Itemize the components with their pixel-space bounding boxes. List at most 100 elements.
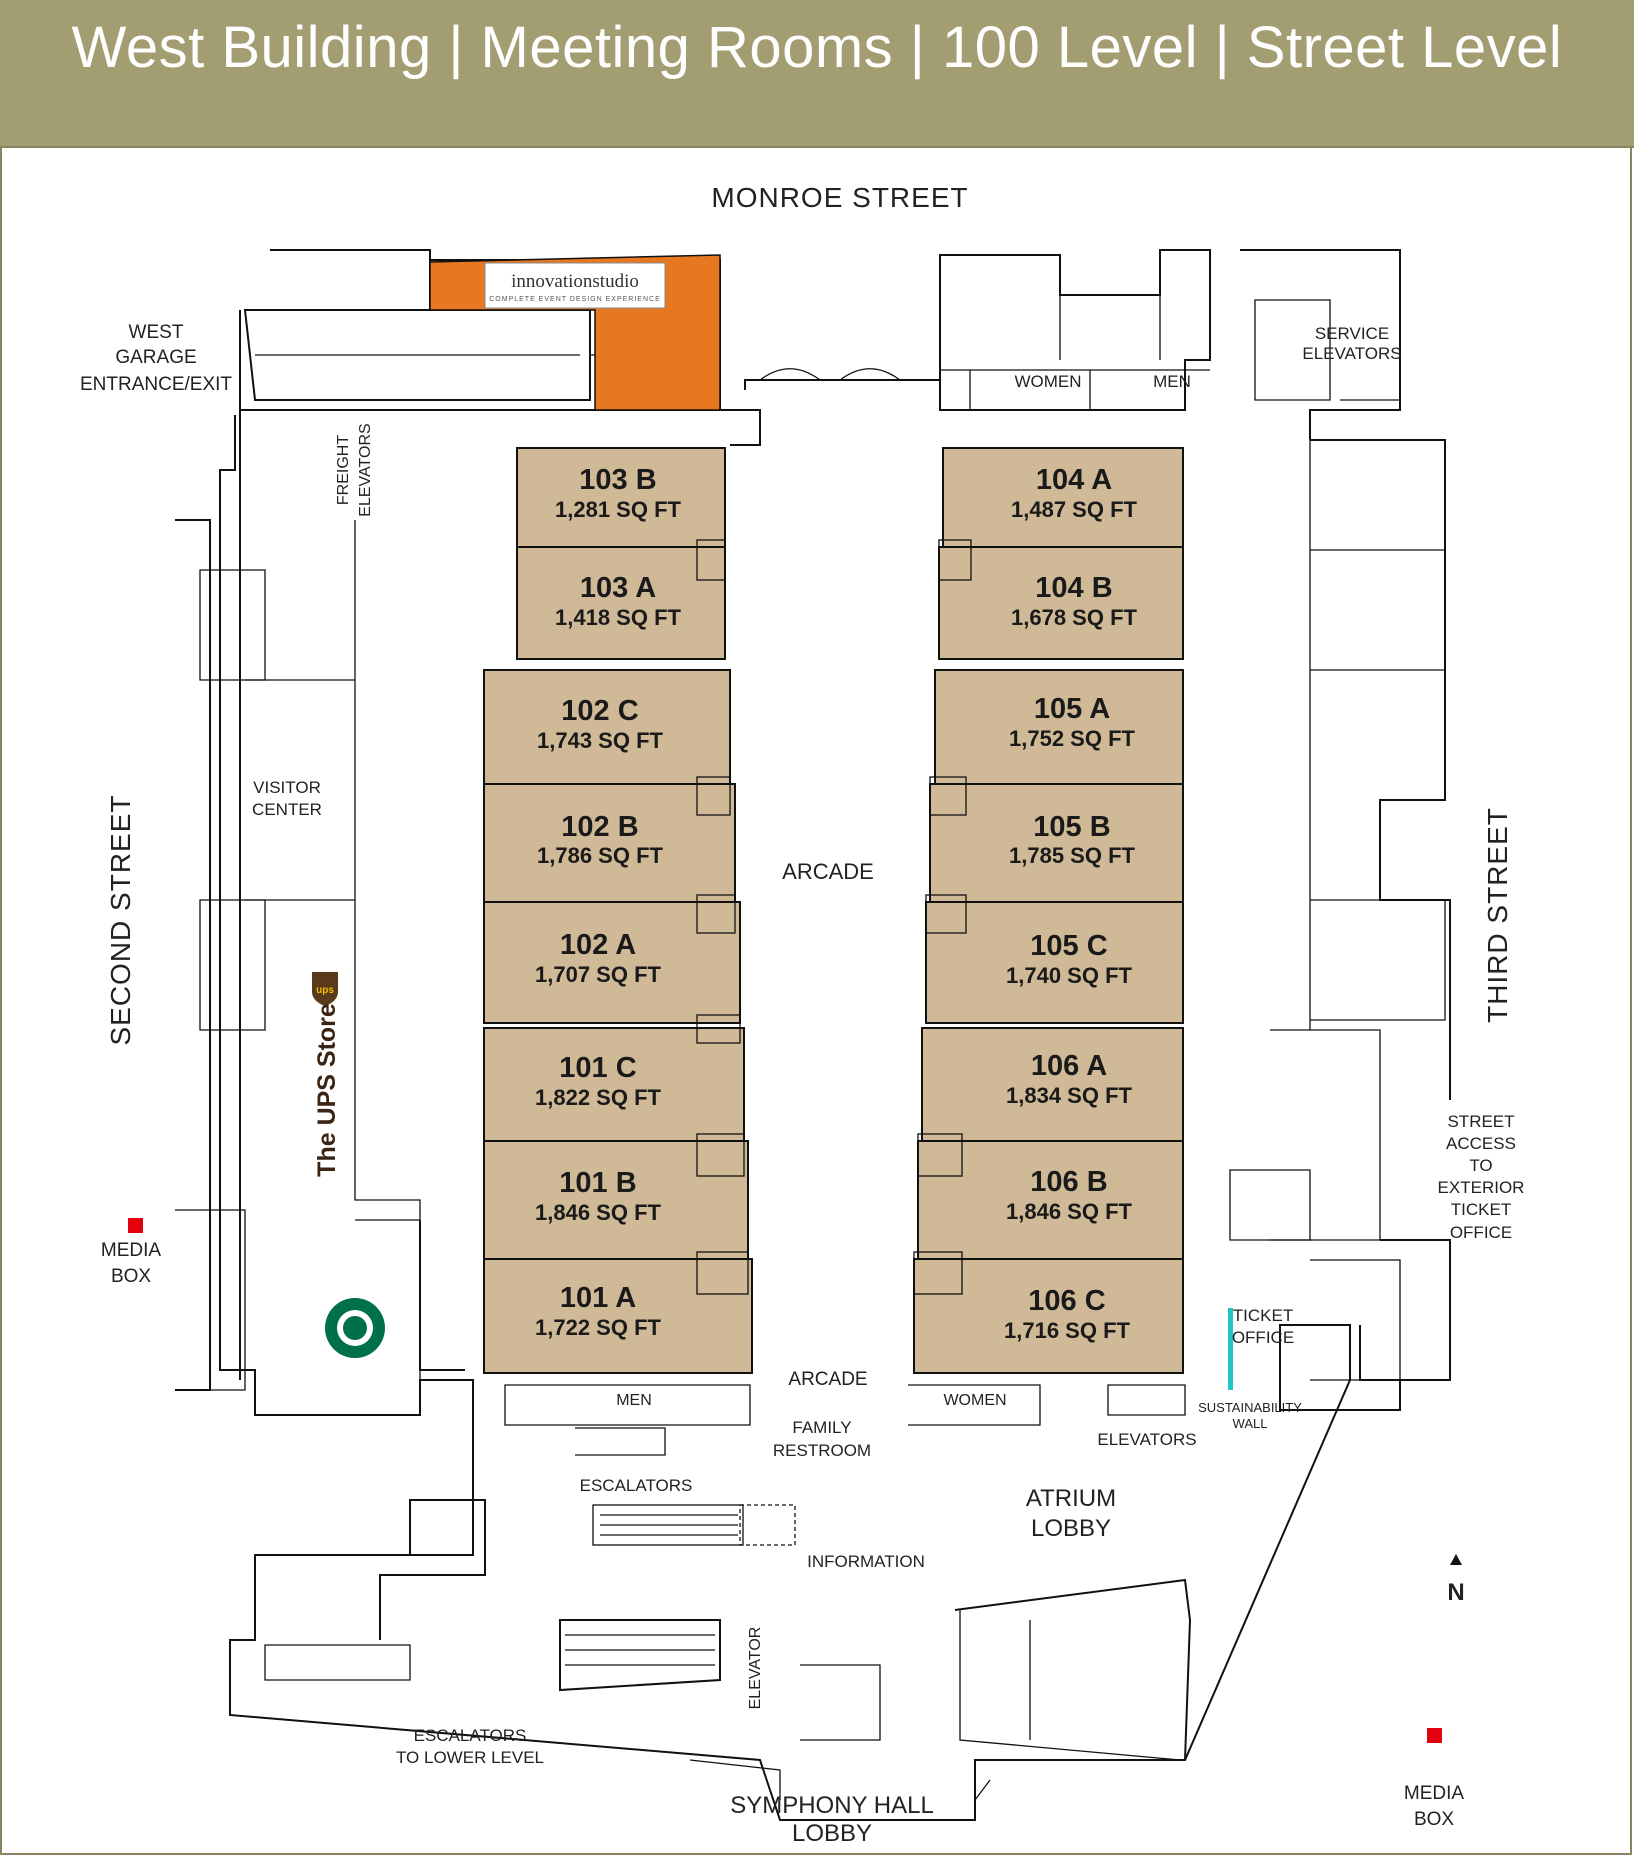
room-102c-name: 102 C bbox=[561, 695, 638, 727]
room-104b-sqft: 1,678 SQ FT bbox=[1011, 605, 1138, 630]
room-105b-sqft: 1,785 SQ FT bbox=[1009, 843, 1136, 868]
label-media-box-se-1: MEDIA bbox=[1404, 1783, 1465, 1804]
room-102c[interactable] bbox=[483, 669, 731, 785]
label-service-2: ELEVATORS bbox=[1302, 344, 1401, 363]
room-102c-sqft: 1,743 SQ FT bbox=[537, 728, 664, 753]
label-symphony-2: LOBBY bbox=[792, 1820, 872, 1847]
room-103a[interactable] bbox=[516, 546, 726, 660]
innovation-brand: innovationstudio bbox=[511, 271, 639, 292]
label-sustainability-1: SUSTAINABILITY bbox=[1198, 1400, 1302, 1415]
room-101b-sqft: 1,846 SQ FT bbox=[535, 1200, 662, 1225]
room-105a-name: 105 A bbox=[1034, 693, 1110, 725]
room-103a-name: 103 A bbox=[580, 572, 656, 604]
room-106b-name: 106 B bbox=[1030, 1166, 1107, 1198]
label-street-access-5: TICKET bbox=[1451, 1200, 1511, 1219]
page-title: West Building | Meeting Rooms | 100 Leve… bbox=[71, 15, 1563, 80]
room-101b-name: 101 B bbox=[559, 1167, 636, 1199]
label-information: INFORMATION bbox=[807, 1552, 925, 1571]
room-106c[interactable] bbox=[913, 1258, 1184, 1374]
room-102b[interactable] bbox=[483, 783, 736, 903]
label-media-box-se-2: BOX bbox=[1414, 1809, 1454, 1830]
room-105b-name: 105 B bbox=[1033, 811, 1110, 843]
media-box-west bbox=[128, 1218, 143, 1233]
room-106c-sqft: 1,716 SQ FT bbox=[1004, 1318, 1131, 1343]
label-west-garage-2: GARAGE bbox=[115, 347, 196, 368]
label-family-2: RESTROOM bbox=[773, 1441, 871, 1460]
room-106b-sqft: 1,846 SQ FT bbox=[1006, 1199, 1133, 1224]
label-atrium-2: LOBBY bbox=[1031, 1515, 1111, 1542]
label-atrium-1: ATRIUM bbox=[1026, 1485, 1116, 1512]
room-101a[interactable] bbox=[483, 1258, 753, 1374]
room-104b[interactable] bbox=[938, 546, 1184, 660]
room-104a-sqft: 1,487 SQ FT bbox=[1011, 497, 1138, 522]
map-frame bbox=[0, 146, 1632, 1855]
label-visitor-2: CENTER bbox=[252, 800, 322, 819]
label-esc-lower-2: TO LOWER LEVEL bbox=[396, 1748, 544, 1767]
label-media-box-west-2: BOX bbox=[111, 1266, 151, 1287]
escalators-center bbox=[592, 1504, 796, 1546]
west-meeting-rooms bbox=[483, 447, 753, 1374]
room-106c-name: 106 C bbox=[1028, 1285, 1105, 1317]
label-street-access-1: STREET bbox=[1447, 1112, 1514, 1131]
room-102b-name: 102 B bbox=[561, 811, 638, 843]
label-ups-store: The UPS Store bbox=[313, 1003, 341, 1177]
label-service-1: SERVICE bbox=[1315, 324, 1389, 343]
area-labels: WEST GARAGE ENTRANCE/EXIT FREIGHT ELEVAT… bbox=[80, 322, 1524, 1847]
header-banner: West Building | Meeting Rooms | 100 Leve… bbox=[0, 0, 1634, 148]
room-106a-name: 106 A bbox=[1031, 1050, 1107, 1082]
innovation-studio[interactable]: innovationstudio COMPLETE EVENT DESIGN E… bbox=[429, 254, 721, 411]
label-sustainability-2: WALL bbox=[1233, 1416, 1268, 1431]
label-arcade-mid: ARCADE bbox=[782, 859, 874, 884]
label-freight-2: ELEVATORS bbox=[357, 423, 374, 516]
room-105b[interactable] bbox=[929, 783, 1184, 903]
room-104a[interactable] bbox=[942, 447, 1184, 548]
label-family-1: FAMILY bbox=[792, 1418, 851, 1437]
innovation-tagline: COMPLETE EVENT DESIGN EXPERIENCE bbox=[489, 296, 661, 303]
room-103b-name: 103 B bbox=[579, 464, 656, 496]
label-freight-1: FREIGHT bbox=[335, 435, 352, 505]
room-105c[interactable] bbox=[925, 901, 1184, 1024]
label-street-access-2: ACCESS bbox=[1446, 1134, 1516, 1153]
room-105a[interactable] bbox=[934, 669, 1184, 785]
room-101c[interactable] bbox=[483, 1027, 745, 1142]
north-arrow-icon bbox=[1450, 1554, 1462, 1565]
label-street-access-4: EXTERIOR bbox=[1438, 1178, 1525, 1197]
label-north: N bbox=[1447, 1579, 1464, 1606]
east-meeting-rooms bbox=[913, 447, 1184, 1374]
label-west-garage-3: ENTRANCE/EXIT bbox=[80, 374, 232, 395]
label-ticket-1: TICKET bbox=[1233, 1306, 1293, 1325]
room-101a-name: 101 A bbox=[560, 1282, 636, 1314]
ups-logo: ups bbox=[312, 972, 338, 1006]
room-102a-name: 102 A bbox=[560, 929, 636, 961]
room-104a-name: 104 A bbox=[1036, 464, 1112, 496]
label-elevator-vertical: ELEVATOR bbox=[747, 1627, 764, 1710]
room-101c-name: 101 C bbox=[559, 1052, 636, 1084]
starbucks-logo bbox=[325, 1298, 385, 1358]
label-visitor-1: VISITOR bbox=[253, 778, 321, 797]
street-third: THIRD STREET bbox=[1482, 807, 1513, 1023]
label-esc-lower-1: ESCALATORS bbox=[414, 1726, 527, 1745]
label-street-access-6: OFFICE bbox=[1450, 1223, 1512, 1242]
label-symphony-1: SYMPHONY HALL bbox=[730, 1792, 934, 1819]
label-west-garage-1: WEST bbox=[129, 322, 184, 343]
label-women-top: WOMEN bbox=[1014, 372, 1081, 391]
label-men-top: MEN bbox=[1153, 372, 1191, 391]
label-media-box-west-1: MEDIA bbox=[101, 1240, 162, 1261]
room-101a-sqft: 1,722 SQ FT bbox=[535, 1315, 662, 1340]
room-101c-sqft: 1,822 SQ FT bbox=[535, 1085, 662, 1110]
room-102a-sqft: 1,707 SQ FT bbox=[535, 962, 662, 987]
label-men-bottom: MEN bbox=[616, 1392, 652, 1409]
label-ticket-2: OFFICE bbox=[1232, 1328, 1294, 1347]
room-101b[interactable] bbox=[483, 1140, 749, 1260]
label-escalators: ESCALATORS bbox=[580, 1476, 693, 1495]
room-103b-sqft: 1,281 SQ FT bbox=[555, 497, 682, 522]
room-105a-sqft: 1,752 SQ FT bbox=[1009, 726, 1136, 751]
street-second: SECOND STREET bbox=[105, 794, 136, 1045]
label-elevators-bottom: ELEVATORS bbox=[1097, 1430, 1196, 1449]
room-105c-sqft: 1,740 SQ FT bbox=[1006, 963, 1133, 988]
room-102b-sqft: 1,786 SQ FT bbox=[537, 843, 664, 868]
room-103b[interactable] bbox=[516, 447, 726, 548]
label-arcade-bottom: ARCADE bbox=[788, 1369, 867, 1390]
sustainability-wall bbox=[1228, 1308, 1233, 1390]
